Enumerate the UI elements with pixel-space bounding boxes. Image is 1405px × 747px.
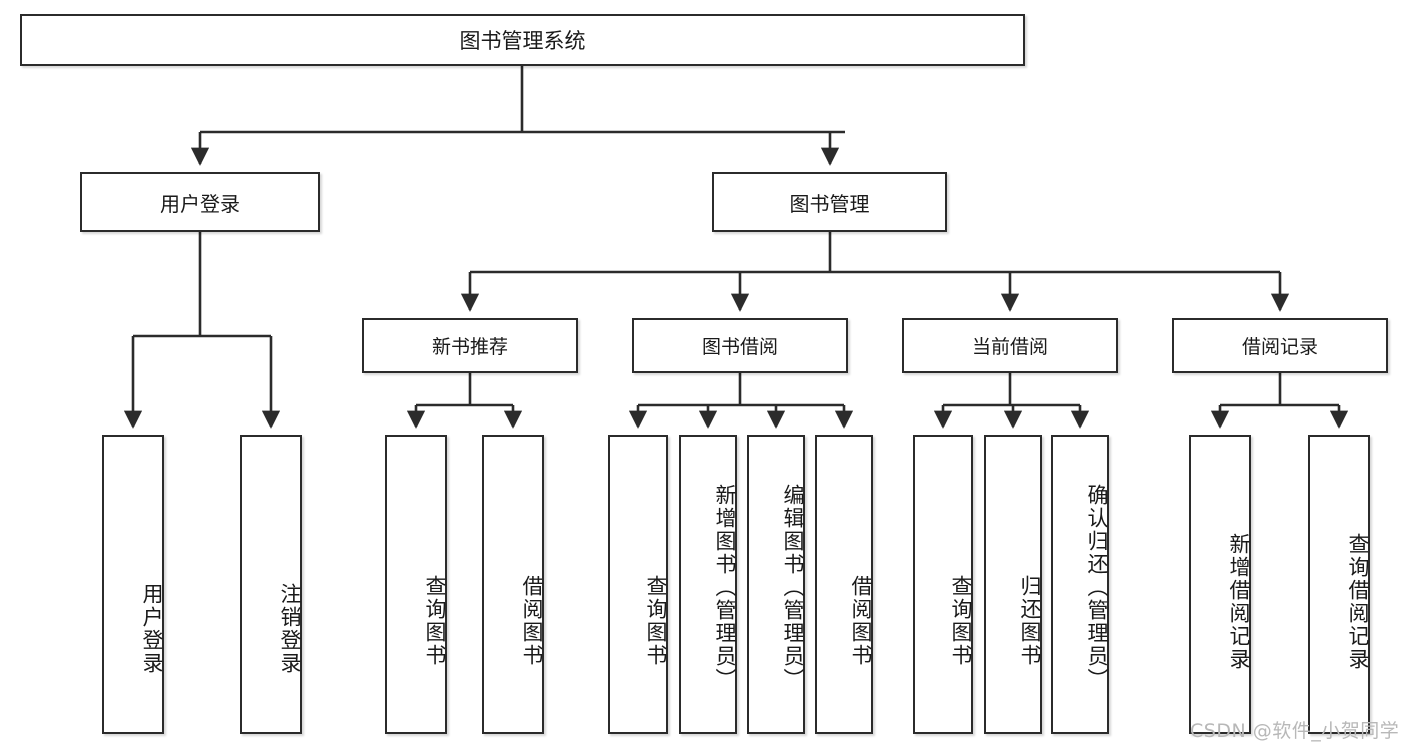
leaf-add-book-admin[interactable]: 新增图书（管理员）: [679, 435, 737, 734]
node-borrow-record-label: 借阅记录: [1241, 336, 1318, 358]
node-root-label: 图书管理系统: [459, 29, 586, 53]
node-borrow-record[interactable]: 借阅记录: [1172, 318, 1388, 373]
leaf-label: 编辑图书（管理员）: [781, 484, 805, 691]
leaf-borrow-book-newbook[interactable]: 借阅图书: [482, 435, 544, 734]
node-user-login[interactable]: 用户登录: [80, 172, 320, 232]
leaf-label: 查询借阅记录: [1346, 532, 1370, 671]
leaf-label: 确认归还（管理员）: [1085, 484, 1109, 691]
leaf-add-borrow-record[interactable]: 新增借阅记录: [1189, 435, 1251, 734]
node-user-login-label: 用户登录: [160, 191, 240, 216]
leaf-label: 归还图书: [1018, 574, 1042, 667]
leaf-query-borrow-record[interactable]: 查询借阅记录: [1308, 435, 1370, 734]
csdn-watermark: CSDN @软件_小贺同学: [1190, 720, 1400, 742]
node-book-borrow-label: 图书借阅: [701, 336, 778, 358]
leaf-query-book-borrow[interactable]: 查询图书: [608, 435, 668, 734]
node-book-management[interactable]: 图书管理: [712, 172, 947, 232]
leaf-label: 查询图书: [423, 574, 447, 667]
leaf-confirm-return-admin[interactable]: 确认归还（管理员）: [1051, 435, 1109, 734]
leaf-label: 新增借阅记录: [1227, 532, 1251, 671]
leaf-query-book-newbook[interactable]: 查询图书: [385, 435, 447, 734]
leaf-borrow-book[interactable]: 借阅图书: [815, 435, 873, 734]
leaf-label: 注销登录: [278, 582, 302, 675]
node-current-borrow-label: 当前借阅: [971, 336, 1048, 358]
leaf-label: 借阅图书: [849, 574, 873, 667]
leaf-query-book-current[interactable]: 查询图书: [913, 435, 973, 734]
node-new-book-recommend[interactable]: 新书推荐: [362, 318, 578, 373]
leaf-user-login[interactable]: 用户登录: [102, 435, 164, 734]
leaf-return-book[interactable]: 归还图书: [984, 435, 1042, 734]
leaf-label: 查询图书: [949, 574, 973, 667]
node-book-management-label: 图书管理: [789, 191, 870, 216]
leaf-logout[interactable]: 注销登录: [240, 435, 302, 734]
node-new-book-recommend-label: 新书推荐: [431, 336, 508, 358]
leaf-edit-book-admin[interactable]: 编辑图书（管理员）: [747, 435, 805, 734]
leaf-label: 新增图书（管理员）: [713, 484, 737, 691]
leaf-label: 借阅图书: [520, 574, 544, 667]
leaf-label: 查询图书: [644, 574, 668, 667]
leaf-label: 用户登录: [140, 582, 164, 675]
node-root[interactable]: 图书管理系统: [20, 14, 1025, 66]
node-current-borrow[interactable]: 当前借阅: [902, 318, 1118, 373]
node-book-borrow[interactable]: 图书借阅: [632, 318, 848, 373]
